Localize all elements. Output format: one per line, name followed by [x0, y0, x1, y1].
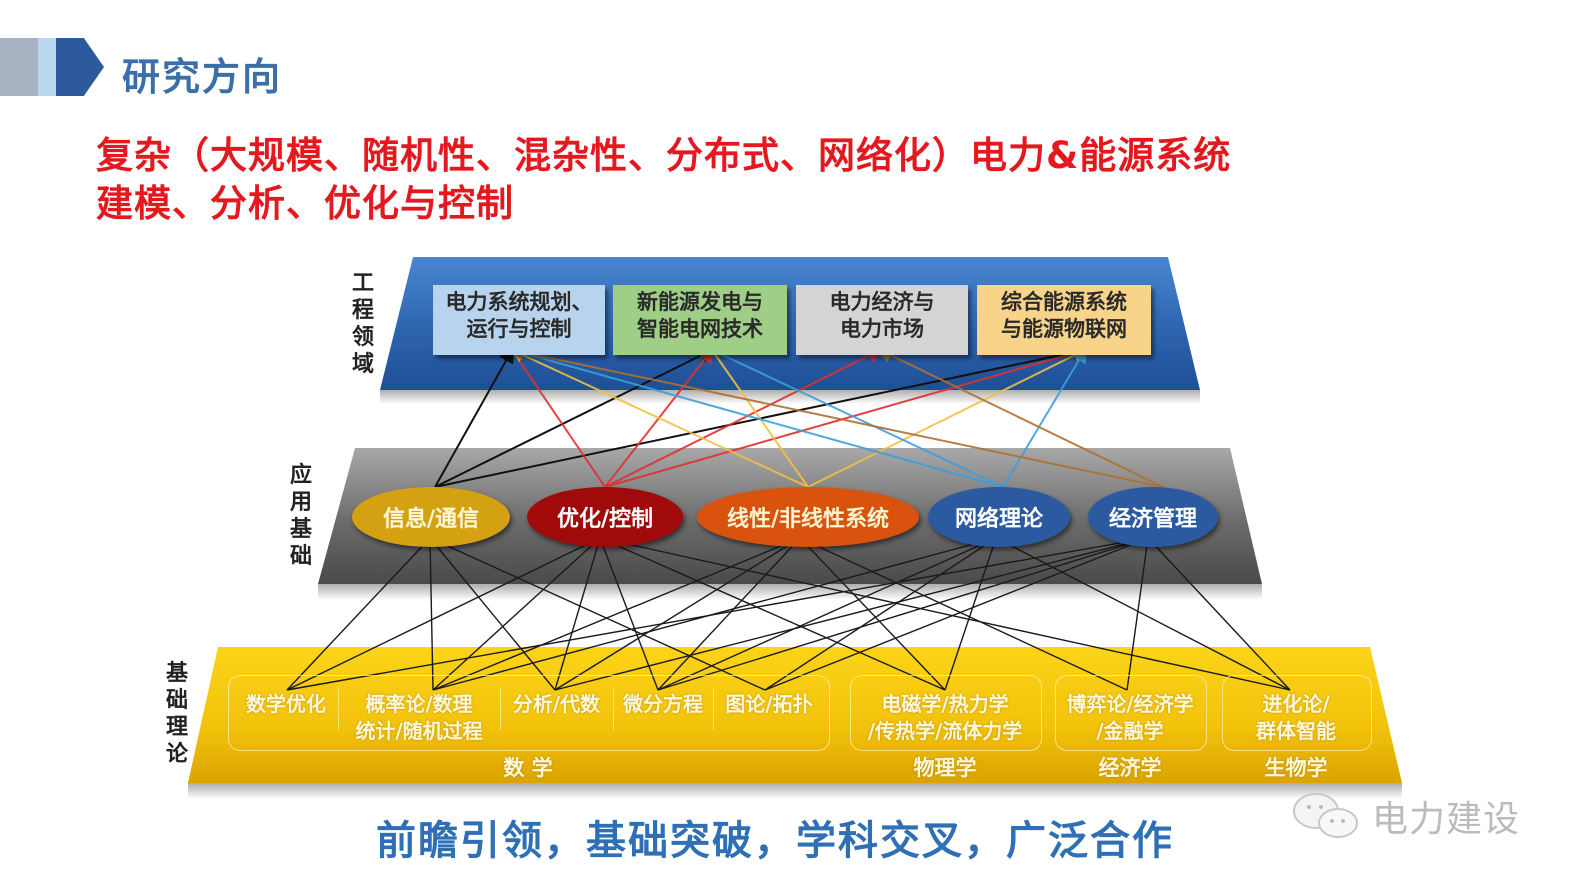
- application-node-info-comm: 信息/通信: [352, 487, 510, 547]
- application-to-engineering-lines: [434, 344, 1164, 488]
- item-line: 概率论/数理: [365, 692, 473, 716]
- label-char: 域: [351, 352, 374, 377]
- foundation-item-economics: 博弈论/经济学 /金融学: [1050, 691, 1210, 745]
- page-title: 研究方向: [122, 55, 283, 99]
- foundation-item-physics: 电磁学/热力学 /传热学/流体力学: [850, 691, 1040, 745]
- header-bar-light-blue: [38, 38, 56, 96]
- divider: [613, 688, 614, 730]
- foundation-group-biology-box: [1222, 675, 1372, 751]
- application-node-economic-management: 经济管理: [1088, 487, 1218, 547]
- item-line: 智能电网技术: [637, 317, 763, 341]
- foundation-item-math-optimization: 数学优化: [234, 691, 338, 718]
- foundation-item-differential-equations: 微分方程: [613, 691, 713, 718]
- item-line: 统计/随机过程: [355, 719, 483, 743]
- item-line: 图论/拓扑: [725, 692, 813, 716]
- foundation-item-probability-statistics: 概率论/数理 统计/随机过程: [338, 691, 500, 745]
- item-line: 博弈论/经济学: [1066, 692, 1194, 716]
- item-line: 与能源物联网: [1001, 317, 1127, 341]
- foundation-item-biology: 进化论/ 群体智能: [1222, 691, 1370, 745]
- label-char: 基: [289, 517, 312, 542]
- item-line: 数学优化: [246, 692, 326, 716]
- item-line: 综合能源系统: [1001, 290, 1127, 314]
- foundation-category-physics: 物理学: [913, 756, 977, 780]
- engineering-item-integrated-energy-iot: 综合能源系统 与能源物联网: [977, 285, 1151, 355]
- engineering-item-power-economics-market: 电力经济与 电力市场: [796, 285, 968, 355]
- layer-label-application: 应 用 基 础: [288, 462, 314, 570]
- item-line: 电磁学/热力学: [881, 692, 1009, 716]
- subtitle-line-2: 建模、分析、优化与控制: [96, 182, 514, 225]
- foundation-item-analysis-algebra: 分析/代数: [500, 691, 613, 718]
- label-char: 础: [289, 544, 312, 569]
- label-char: 基: [165, 661, 188, 686]
- engineering-item-power-system-planning: 电力系统规划、 运行与控制: [433, 285, 605, 355]
- label-char: 应: [289, 463, 312, 488]
- foundation-item-graph-topology: 图论/拓扑: [713, 691, 825, 718]
- item-line: /金融学: [1096, 719, 1164, 743]
- label-char: 论: [165, 742, 188, 767]
- application-node-optimization-control: 优化/控制: [527, 487, 683, 547]
- item-line: 群体智能: [1256, 719, 1336, 743]
- foundation-category-biology: 生物学: [1264, 756, 1328, 780]
- item-line: 电力经济与: [829, 290, 935, 314]
- label-char: 理: [165, 715, 188, 740]
- item-line: 运行与控制: [466, 317, 572, 341]
- application-node-network-theory: 网络理论: [928, 487, 1070, 547]
- item-line: 电力市场: [840, 317, 924, 341]
- foundation-group-math-box: [228, 675, 830, 751]
- item-line: 微分方程: [623, 692, 703, 716]
- foundation-category-economics: 经济学: [1098, 756, 1162, 780]
- label-char: 用: [289, 490, 312, 515]
- engineering-item-renewable-smart-grid: 新能源发电与 智能电网技术: [613, 285, 787, 355]
- label-char: 领: [351, 325, 374, 350]
- item-line: /传热学/流体力学: [867, 719, 1023, 743]
- layer-label-engineering: 工 程 领 域: [350, 270, 376, 378]
- foundation-group-physics-box: [850, 675, 1042, 751]
- watermark: 电力建设: [1290, 790, 1520, 842]
- label-char: 工: [351, 271, 374, 296]
- item-line: 电力系统规划、: [445, 290, 593, 314]
- label-char: 础: [165, 688, 188, 713]
- divider: [713, 688, 714, 730]
- item-line: 新能源发电与: [637, 290, 763, 314]
- watermark-text: 电力建设: [1372, 799, 1521, 840]
- foundation-group-economics-box: [1055, 675, 1207, 751]
- foundation-panel: [188, 647, 1402, 799]
- wechat-icon: [1293, 793, 1358, 838]
- application-node-linear-nonlinear-systems: 线性/非线性系统: [697, 487, 919, 547]
- foundation-category-math: 数 学: [503, 756, 553, 780]
- label-char: 程: [351, 298, 374, 323]
- layer-label-foundation: 基 础 理 论: [164, 660, 190, 768]
- item-line: 分析/代数: [512, 692, 601, 716]
- subtitle-line-1: 复杂（大规模、随机性、混杂性、分布式、网络化）电力&能源系统: [96, 134, 1232, 177]
- divider: [500, 688, 501, 730]
- header-bar-gray: [0, 38, 38, 96]
- motto-slogan: 前瞻引领，基础突破，学科交叉，广泛合作: [376, 818, 1174, 864]
- foundation-to-application-lines: [286, 535, 1291, 691]
- item-line: 进化论/: [1262, 692, 1330, 716]
- research-subtitle: 复杂（大规模、随机性、混杂性、分布式、网络化）电力&能源系统 建模、分析、优化与…: [96, 132, 1231, 228]
- divider: [338, 688, 339, 730]
